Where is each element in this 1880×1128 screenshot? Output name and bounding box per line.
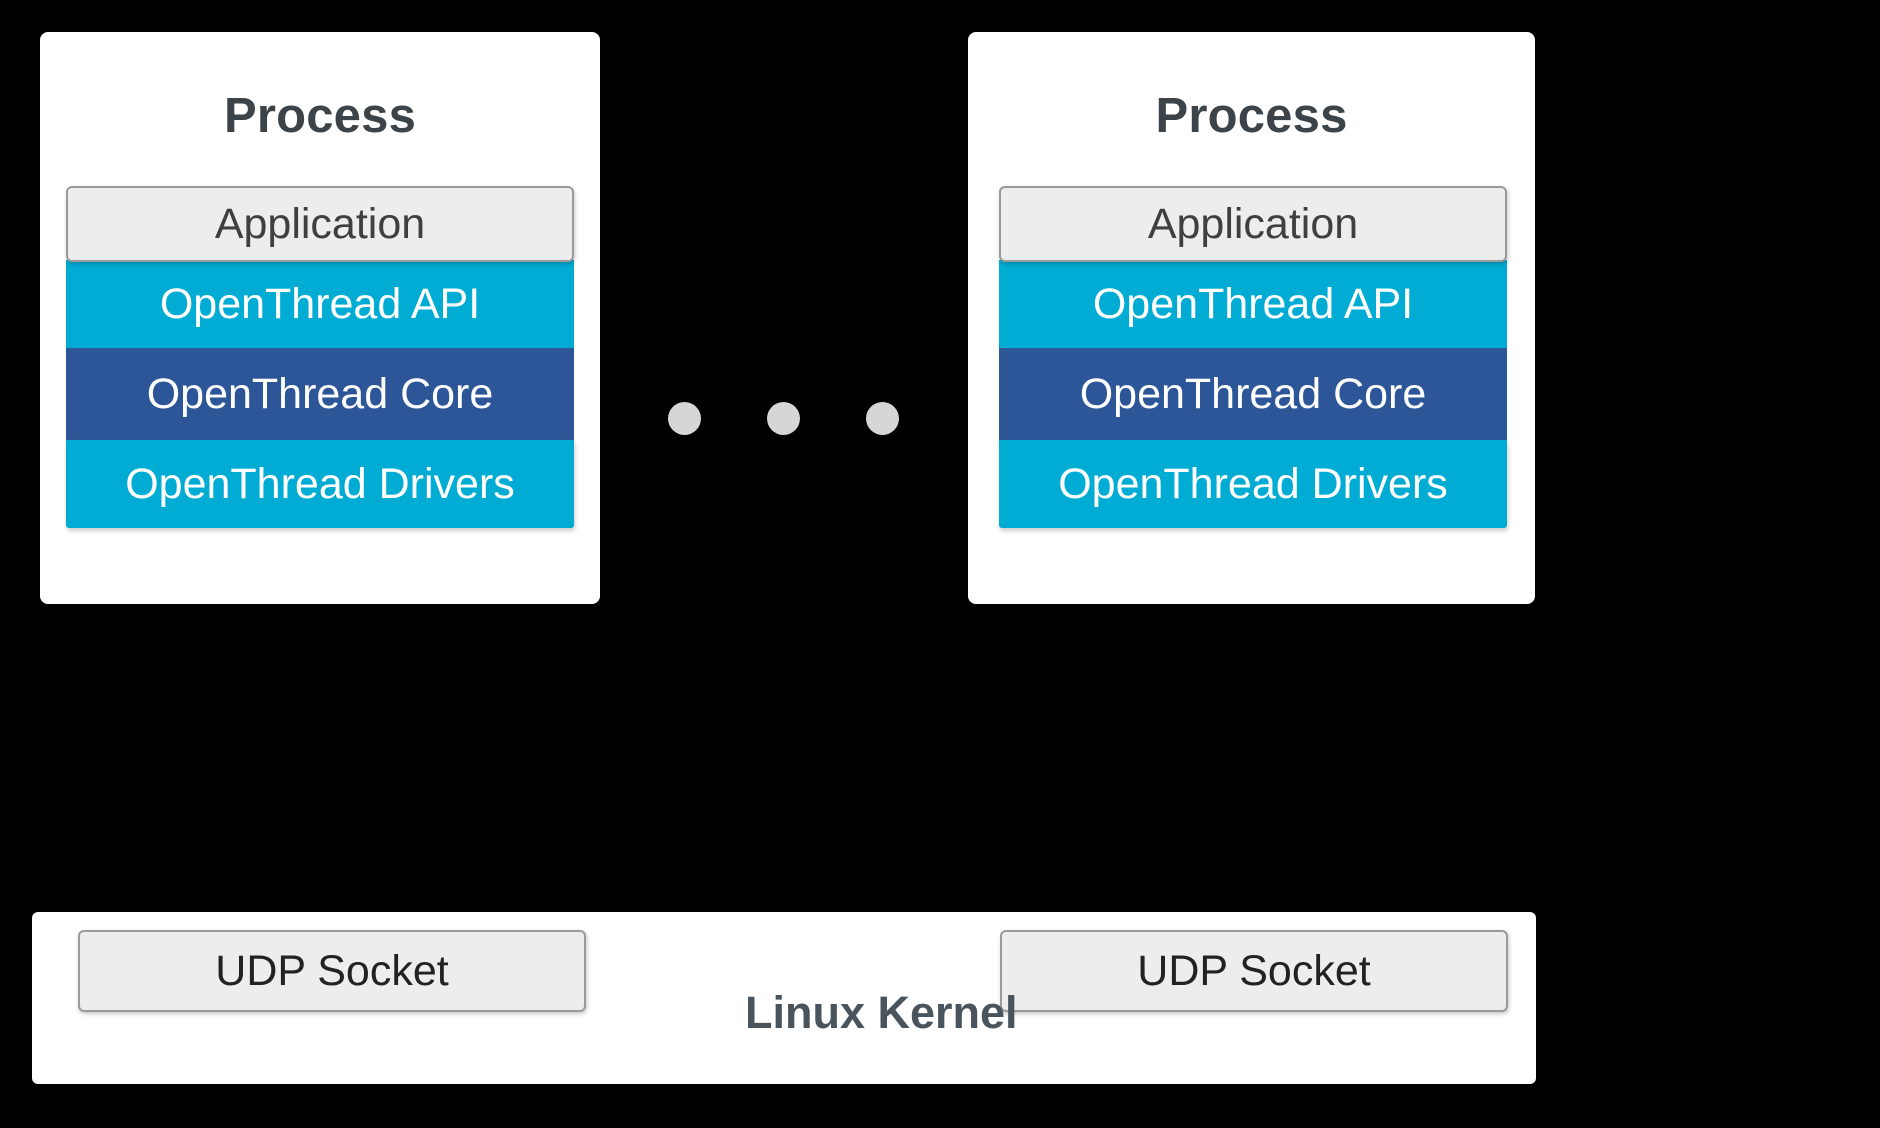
layer-openthread-core-right[interactable]: OpenThread Core — [999, 348, 1507, 440]
layer-openthread-api-right[interactable]: OpenThread API — [999, 260, 1507, 348]
layer-openthread-drivers-label-right: OpenThread Drivers — [1058, 459, 1448, 508]
process-title-right: Process — [1155, 89, 1348, 143]
layer-openthread-core-label-left: OpenThread Core — [146, 369, 494, 418]
layer-application-label-left: Application — [214, 199, 426, 248]
layer-openthread-drivers-left[interactable]: OpenThread Drivers — [66, 440, 574, 528]
process-title-left: Process — [223, 89, 417, 143]
layer-openthread-core-left[interactable]: OpenThread Core — [66, 348, 574, 440]
layer-application-right[interactable]: Application — [999, 186, 1507, 262]
up-arrow-icon-right — [1254, 634, 1302, 760]
layer-application-left[interactable]: Application — [66, 186, 574, 262]
layer-application-label-right: Application — [1147, 199, 1359, 248]
ellipsis-dot-3 — [866, 402, 899, 435]
udp-socket-label-left: UDP Socket — [215, 946, 449, 995]
layer-openthread-drivers-label-left: OpenThread Drivers — [125, 459, 515, 508]
kernel-title: Linux Kernel — [745, 987, 1018, 1038]
layer-stack-right: Application OpenThread API OpenThread Co… — [999, 186, 1507, 528]
ellipsis-dot-1 — [668, 402, 701, 435]
layer-stack-left: Application OpenThread API OpenThread Co… — [66, 186, 574, 528]
udp-socket-label-right: UDP Socket — [1137, 946, 1371, 995]
layer-openthread-drivers-right[interactable]: OpenThread Drivers — [999, 440, 1507, 528]
up-arrow-icon-left — [321, 634, 369, 760]
ellipsis-dot-2 — [767, 402, 800, 435]
layer-openthread-core-label-right: OpenThread Core — [1079, 369, 1427, 418]
layer-openthread-api-left[interactable]: OpenThread API — [66, 260, 574, 348]
layer-openthread-api-label-right: OpenThread API — [1092, 279, 1414, 328]
udp-socket-right[interactable]: UDP Socket — [1000, 930, 1508, 1012]
layer-openthread-api-label-left: OpenThread API — [159, 279, 481, 328]
udp-socket-left[interactable]: UDP Socket — [78, 930, 586, 1012]
horizontal-ellipsis-icon — [668, 402, 899, 435]
